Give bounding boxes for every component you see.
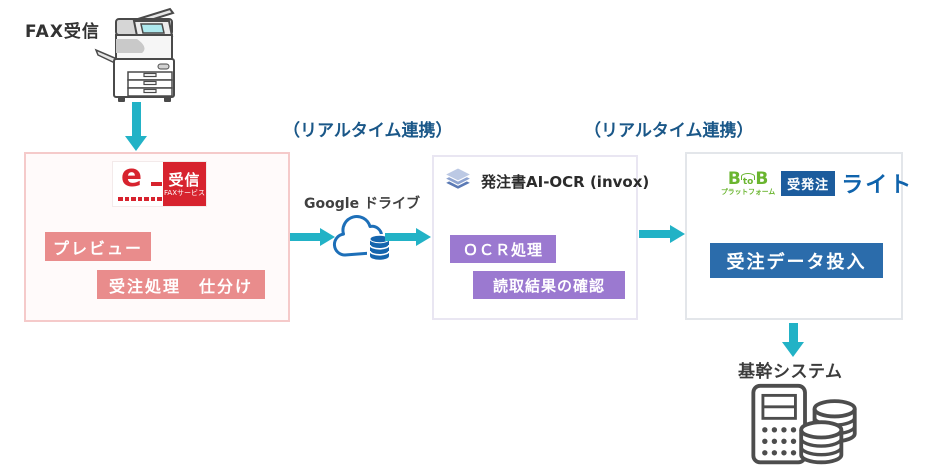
arrow-head <box>670 225 685 243</box>
preview-step: プレビュー <box>45 232 151 261</box>
google-drive-label: Google ドライブ <box>304 196 420 212</box>
arrow-shaft <box>290 233 320 241</box>
fax-receive-label: FAX受信 <box>25 22 100 42</box>
arrow-head <box>125 136 147 151</box>
order-processing-sorting-step: 受注処理 仕分け <box>97 270 265 299</box>
cloud-database-icon <box>332 215 392 262</box>
efax-logo-e: e <box>121 158 143 194</box>
btob-logo-to: to <box>740 172 755 187</box>
btob-logo-platform: プラットフォーム <box>721 187 776 196</box>
btob-logo-b2b: B to B <box>727 168 769 189</box>
arrow-shaft <box>385 233 416 241</box>
invox-layers-icon <box>443 167 473 191</box>
btob-logo-b2: B <box>755 168 769 189</box>
arrow-btob-to-core <box>782 323 804 357</box>
fax-machine-icon <box>94 7 175 102</box>
efax-logo-left: e <box>113 158 163 206</box>
btob-platform-logo: B to B プラットフォーム 受発注 ライト <box>721 167 913 199</box>
efax-logo-dash <box>151 182 162 186</box>
btob-logo-mark: B to B プラットフォーム <box>721 168 776 196</box>
arrow-ocr-to-btob <box>639 225 685 243</box>
arrow-efax-to-gdrive <box>290 228 335 246</box>
arrow-fax-to-efax <box>125 102 147 151</box>
realtime-link-label-1: （リアルタイム連携） <box>283 121 453 141</box>
ocr-processing-step: ＯＣＲ処理 <box>450 235 556 263</box>
arrow-head <box>320 228 335 246</box>
btob-logo-lite: ライト <box>841 173 914 198</box>
arrow-gdrive-to-ocr <box>385 228 431 246</box>
efax-logo: e 受信 FAXサービス <box>113 158 206 206</box>
btob-logo-order-badge: 受発注 <box>781 170 836 196</box>
efax-logo-squares <box>118 196 162 201</box>
ai-ocr-title: 発注書AI-OCR (invox) <box>481 172 650 191</box>
btob-logo-b1: B <box>727 168 741 189</box>
arrow-shaft <box>788 323 798 342</box>
read-result-check-step: 読取結果の確認 <box>473 271 625 299</box>
ai-ocr-header: 発注書AI-OCR (invox) <box>443 167 649 195</box>
arrow-shaft <box>639 230 670 238</box>
core-system-label: 基幹システム <box>738 362 843 382</box>
realtime-link-label-2: （リアルタイム連携） <box>584 121 754 141</box>
order-data-injection-step: 受注データ投入 <box>710 243 883 278</box>
calculator-coins-icon <box>751 383 857 465</box>
arrow-head <box>416 228 431 246</box>
efax-logo-right: 受信 FAXサービス <box>163 162 206 206</box>
efax-logo-title: 受信 <box>168 170 201 189</box>
arrow-shaft <box>131 102 141 136</box>
arrow-head <box>782 342 804 357</box>
efax-logo-subtitle: FAXサービス <box>164 188 205 197</box>
